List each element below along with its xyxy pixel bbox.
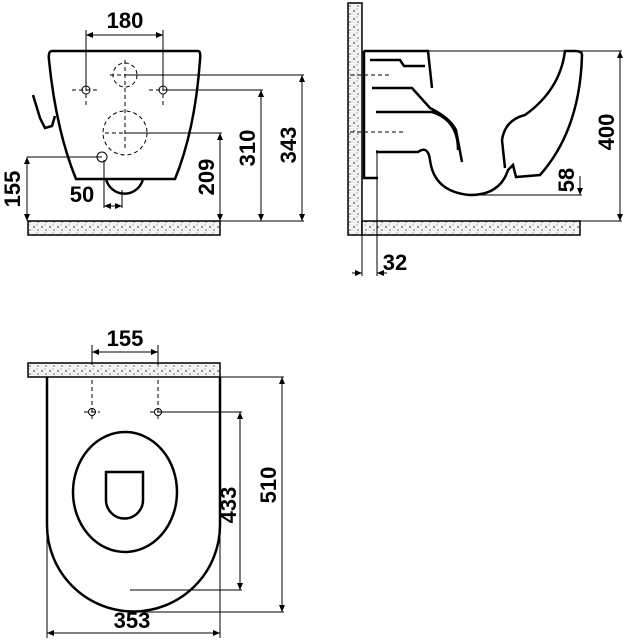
floor-slab-side <box>361 220 581 236</box>
seat-opening <box>71 430 179 554</box>
dim-353-label: 353 <box>114 608 151 633</box>
dim-310-label: 310 <box>235 130 260 167</box>
dim-32-label: 32 <box>383 250 407 275</box>
dim-400-label: 400 <box>594 114 619 151</box>
drain-outlet <box>104 178 145 195</box>
front-view: 180 155 50 209 310 343 <box>0 8 305 236</box>
dim-50-label: 50 <box>70 182 94 207</box>
wall <box>347 2 363 236</box>
floor-slab <box>27 220 221 236</box>
side-view: 400 58 32 <box>347 2 623 276</box>
dim-209-label: 209 <box>194 159 219 196</box>
dim-510-label: 510 <box>256 467 281 504</box>
dim-433-label: 433 <box>216 487 241 524</box>
dim-343-label: 343 <box>276 127 301 164</box>
toilet-side-section <box>362 49 584 197</box>
wall-slab-plan <box>27 362 221 378</box>
dim-180-label: 180 <box>107 8 144 33</box>
dim-155-label: 155 <box>0 171 25 208</box>
flush-lever <box>31 94 57 130</box>
plan-dim-155-label: 155 <box>107 326 144 351</box>
toilet-front-outline <box>47 49 202 181</box>
bowl-inner <box>104 470 145 520</box>
dim-58-label: 58 <box>554 168 579 192</box>
plan-view: 155 433 510 353 <box>27 326 285 638</box>
